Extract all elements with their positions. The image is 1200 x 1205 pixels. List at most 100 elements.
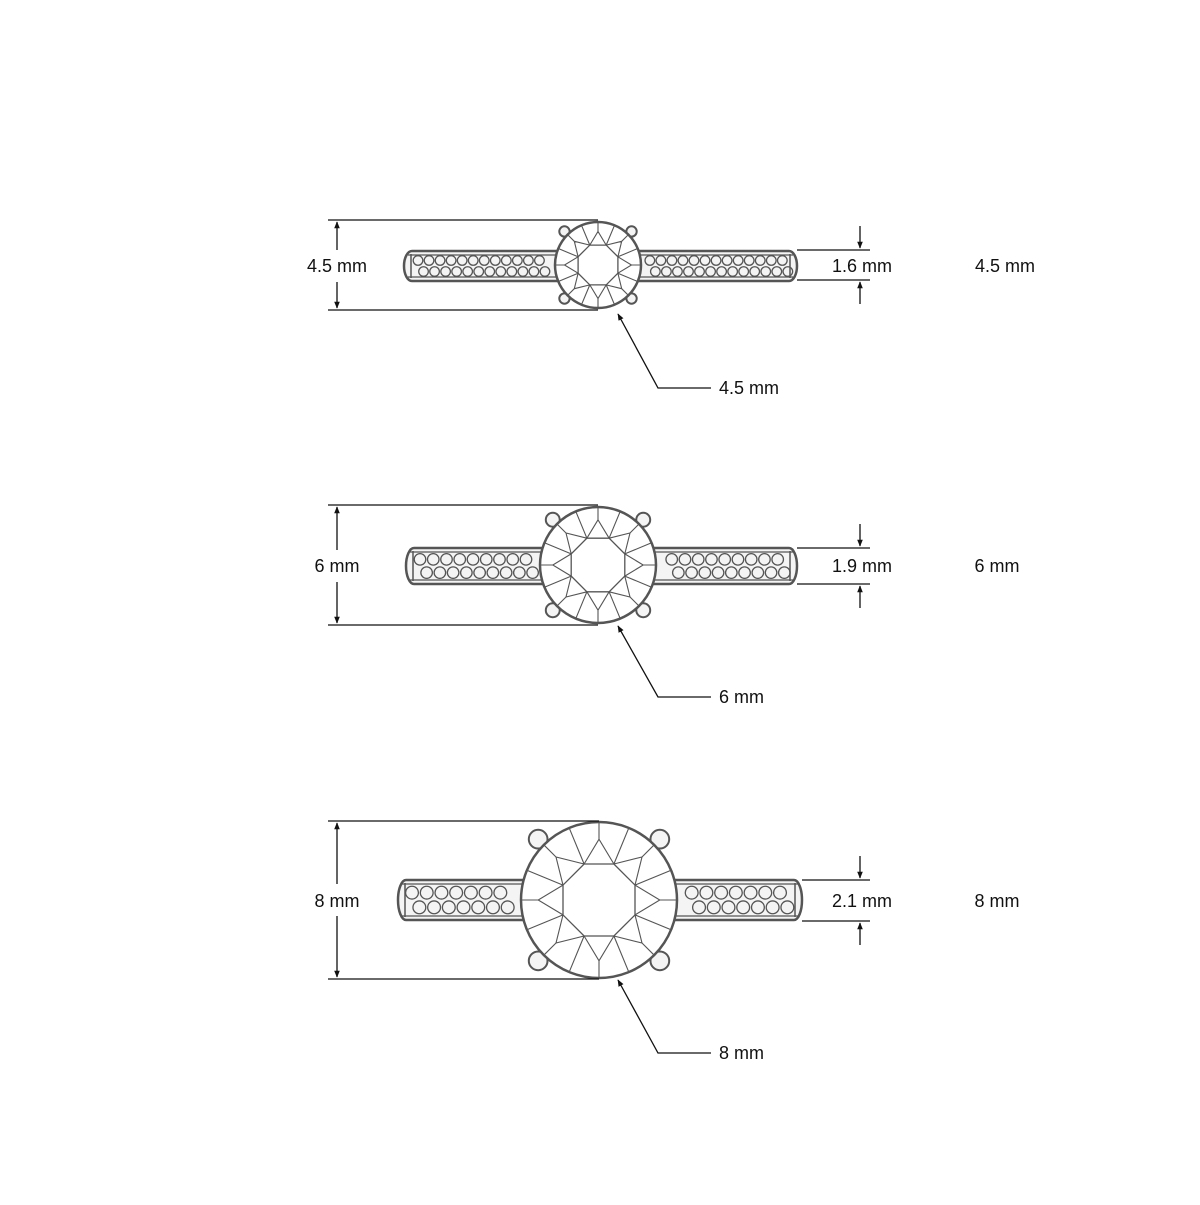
ring-1-size-label: 4.5 mm bbox=[974, 256, 1036, 276]
pave-stone bbox=[771, 552, 785, 566]
pave-stone bbox=[449, 885, 464, 900]
prong bbox=[649, 828, 671, 850]
pave-stone bbox=[671, 266, 683, 277]
pave-stone bbox=[462, 266, 474, 277]
ring-3-stone-diameter-label: 8 mm bbox=[719, 1043, 764, 1063]
pave-stone bbox=[699, 885, 714, 900]
stone-leader-line bbox=[617, 625, 711, 698]
pave-stone bbox=[772, 885, 788, 900]
pave-stone bbox=[698, 566, 712, 580]
pave-stone bbox=[677, 255, 689, 266]
ring-3-band-width-label: 2.1 mm bbox=[831, 891, 893, 911]
pave-stone bbox=[743, 255, 755, 266]
pave-stone bbox=[776, 255, 788, 266]
pave-stone bbox=[419, 885, 434, 900]
pave-stone bbox=[413, 552, 427, 566]
pave-stone bbox=[721, 900, 736, 915]
pave-stone bbox=[456, 900, 471, 915]
pave-stone bbox=[466, 552, 480, 566]
pave-stone bbox=[486, 566, 500, 580]
pave-stone bbox=[519, 552, 533, 566]
prong bbox=[527, 828, 549, 850]
pave-stone bbox=[479, 552, 493, 566]
pave-stone bbox=[666, 255, 678, 266]
pave-stone bbox=[671, 566, 685, 580]
pave-stone bbox=[751, 566, 765, 580]
pave-stone bbox=[749, 266, 761, 277]
pave-stone bbox=[738, 566, 751, 580]
pave-stone bbox=[500, 255, 512, 266]
pave-stone bbox=[754, 255, 766, 266]
pave-stone bbox=[471, 900, 486, 915]
pave-stone bbox=[744, 552, 758, 566]
pave-stone bbox=[782, 266, 794, 277]
pave-stone bbox=[473, 266, 485, 277]
ring-2-stone-diameter-label: 6 mm bbox=[719, 687, 764, 707]
pave-stone bbox=[760, 266, 772, 277]
pave-stone bbox=[539, 266, 551, 277]
prong bbox=[649, 950, 671, 972]
ring-1 bbox=[328, 219, 870, 389]
pave-stone bbox=[506, 552, 520, 566]
pave-stone bbox=[478, 885, 493, 900]
pave-stone bbox=[731, 552, 745, 566]
pave-stone bbox=[683, 266, 694, 277]
ring-2-size-label: 6 mm bbox=[974, 556, 1020, 576]
dimension-lines bbox=[328, 219, 870, 389]
pave-stone bbox=[446, 566, 460, 580]
pave-stone bbox=[721, 255, 733, 266]
dimension-lines bbox=[328, 504, 870, 698]
pave-stone bbox=[727, 266, 739, 277]
ring-1-height-label: 4.5 mm bbox=[306, 256, 368, 276]
ring-1-stone-diameter-label: 4.5 mm bbox=[719, 378, 780, 398]
pave-stone bbox=[732, 255, 744, 266]
pave-stone bbox=[699, 255, 711, 266]
pave-stone bbox=[412, 255, 424, 266]
dimension-lines bbox=[328, 820, 870, 1054]
pave-stone bbox=[660, 266, 672, 277]
pave-stone bbox=[506, 266, 518, 277]
pave-stone bbox=[493, 885, 508, 900]
pave-stone bbox=[655, 255, 667, 266]
ring-3-height-label: 8 mm bbox=[314, 891, 360, 911]
pave-stone bbox=[750, 900, 765, 915]
pave-stone bbox=[691, 552, 705, 566]
pave-stone bbox=[478, 255, 490, 266]
pave-stone bbox=[685, 566, 698, 580]
pave-stone bbox=[678, 552, 692, 566]
prong bbox=[527, 950, 549, 972]
pave-stone bbox=[473, 566, 487, 580]
pave-stone bbox=[716, 266, 728, 277]
pave-stone bbox=[453, 552, 467, 566]
pave-stone bbox=[728, 885, 743, 900]
stone-leader-line bbox=[617, 979, 711, 1054]
pave-stone bbox=[710, 255, 722, 266]
pave-stone bbox=[724, 566, 738, 580]
pave-stone bbox=[765, 255, 777, 266]
center-stone bbox=[519, 820, 679, 980]
pave-stone bbox=[433, 566, 447, 580]
center-stone bbox=[553, 220, 643, 310]
pave-stone bbox=[499, 566, 513, 580]
pave-stone bbox=[644, 255, 656, 266]
pave-stones bbox=[413, 552, 791, 580]
pave-stone bbox=[484, 266, 496, 277]
pave-stone bbox=[765, 900, 780, 915]
pave-stone bbox=[718, 552, 732, 566]
pave-stone bbox=[738, 266, 750, 277]
pave-stone bbox=[493, 552, 506, 566]
pave-stone bbox=[526, 566, 540, 580]
ring-1-band-width-label: 1.6 mm bbox=[831, 256, 893, 276]
ring-2-band-width-label: 1.9 mm bbox=[831, 556, 893, 576]
pave-stone bbox=[705, 552, 718, 566]
pave-stone bbox=[412, 900, 427, 915]
pave-stone bbox=[427, 900, 442, 915]
pave-stone bbox=[694, 266, 705, 277]
pave-stone bbox=[485, 900, 501, 915]
pave-stone bbox=[445, 255, 457, 266]
pave-stone bbox=[706, 900, 721, 915]
pave-stone bbox=[456, 255, 468, 266]
pave-stone bbox=[665, 552, 679, 566]
